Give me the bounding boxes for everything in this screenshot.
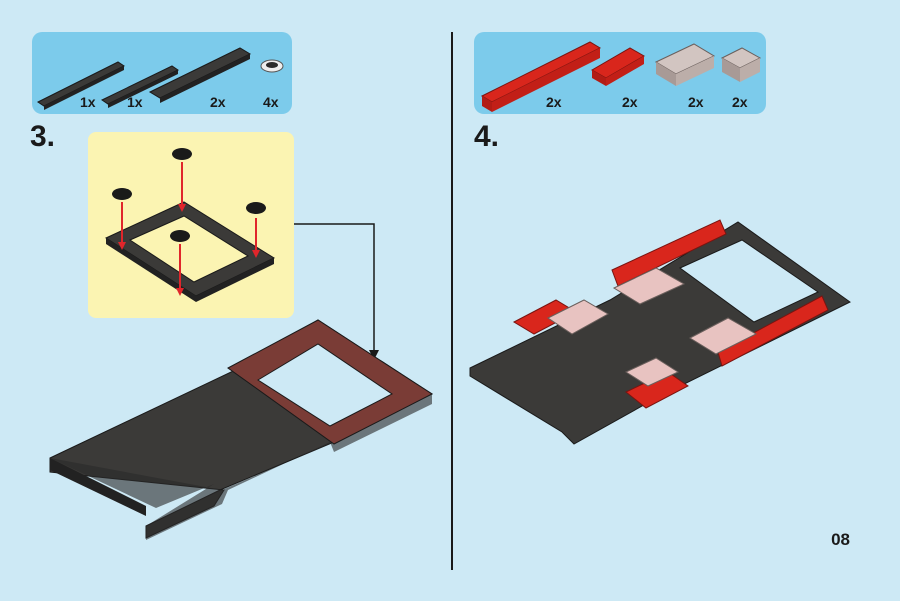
qty-label: 2x xyxy=(546,94,562,110)
plate-1x10-image xyxy=(37,61,125,110)
sub-assembly-callout xyxy=(88,132,294,318)
plate-1x8-image xyxy=(100,65,180,108)
qty-label: 2x xyxy=(732,94,748,110)
round-tile-image xyxy=(260,59,284,73)
qty-label: 2x xyxy=(210,94,226,110)
step-number: 3. xyxy=(30,120,56,153)
gray-brick-2x2-image xyxy=(720,47,762,82)
plate-2x8-image xyxy=(148,47,252,103)
step-number: 4. xyxy=(474,120,500,153)
red-plate-1x10-image xyxy=(480,41,602,112)
step-4-parts-panel: 2x 2x 2x 2x xyxy=(474,32,766,114)
step-divider xyxy=(451,32,453,570)
red-slope-image xyxy=(590,47,646,86)
qty-label: 4x xyxy=(263,94,279,110)
qty-label: 2x xyxy=(622,94,638,110)
sub-assembly-frame-image xyxy=(104,148,276,302)
step-3-parts-panel: 1x 1x 2x 4x xyxy=(32,32,292,114)
qty-label: 1x xyxy=(80,94,96,110)
qty-label: 1x xyxy=(127,94,143,110)
qty-label: 2x xyxy=(688,94,704,110)
page-number: 08 xyxy=(831,530,850,549)
gray-plate-2x4-image xyxy=(654,43,716,86)
